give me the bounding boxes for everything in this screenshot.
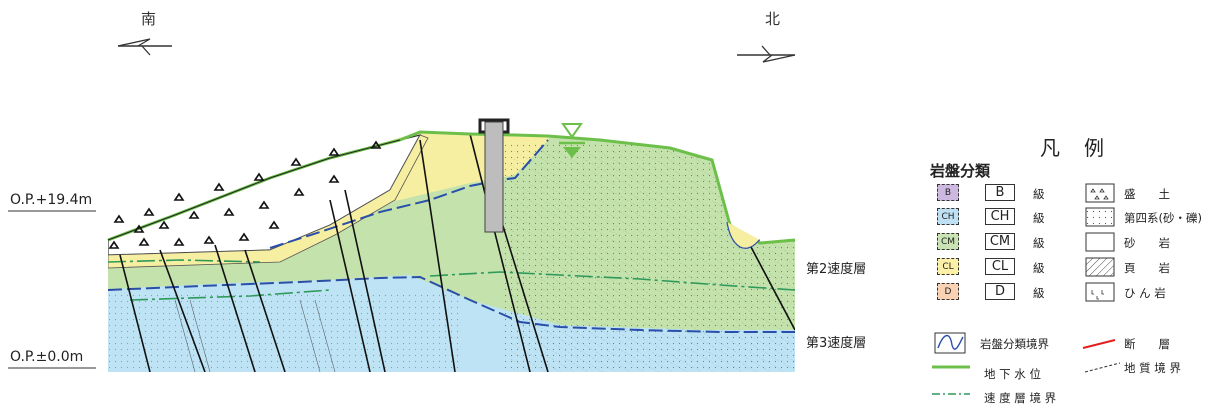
geologic-section (108, 132, 795, 372)
class-d-swatch: D (937, 283, 959, 300)
class-cm-box: CM (985, 233, 1015, 250)
dot-pattern-icon (1085, 207, 1115, 227)
structure-building (478, 118, 510, 233)
class-cl-box: CL (985, 258, 1015, 275)
boundary-cl-cm (269, 139, 549, 249)
class-d-box: D (985, 283, 1015, 300)
class-cl-swatch: CL (937, 258, 959, 275)
rock-boundary-icon (934, 332, 966, 354)
right-diag-texture (510, 150, 795, 372)
legend-fault: 断 層 (1124, 337, 1170, 351)
class-ch-swatch: CH (937, 208, 959, 225)
south-arrow-icon (117, 38, 172, 56)
fill-outline (107, 139, 401, 241)
north-label: 北 (765, 10, 781, 28)
fill-triangles (108, 140, 382, 249)
south-label: 南 (141, 10, 157, 28)
second-velocity-layer-label: 第2速度層 (806, 262, 867, 277)
rock-type-porphyrite: ひ ん 岩 (1124, 286, 1166, 300)
legend-velocity-boundary: 速 度 層 境 界 (984, 391, 1057, 405)
legend-rock-boundary: 岩盤分類境界 (980, 337, 1049, 351)
class-d-grade: 級 (1033, 286, 1045, 300)
north-arrow-icon (737, 45, 796, 63)
elevation-top-label: O.P.+19.4m (10, 192, 93, 208)
right-pond (726, 221, 761, 249)
elevation-bottom-label: O.P.±0.0m (10, 349, 84, 365)
lower-left-hatch (174, 299, 336, 372)
boundary-cm-ch (108, 275, 795, 333)
class-ch-box: CH (985, 208, 1015, 225)
class-cl-grade: 級 (1033, 261, 1045, 275)
legend-groundwater: 地 下 水 位 (984, 367, 1041, 381)
class-ch-grade: 級 (1033, 211, 1045, 225)
class-cm-swatch: CM (937, 233, 959, 250)
class-b-swatch: B (937, 184, 959, 201)
velocity-boundary-2 (429, 271, 795, 291)
class-b-box: B (985, 184, 1015, 201)
blank-pattern-icon (1085, 232, 1115, 252)
geologic-boundary-icon (1084, 362, 1121, 373)
third-velocity-layer-label: 第3速度層 (806, 336, 867, 351)
class-cm-grade: 級 (1033, 236, 1045, 250)
rock-type-quaternary: 第四系(砂・礫) (1124, 211, 1202, 225)
rock-type-shale: 頁 岩 (1124, 261, 1170, 275)
hatch-pattern-icon (1085, 257, 1115, 277)
fault-line-icon (1082, 339, 1116, 349)
legend-geologic-boundary: 地 質 境 界 (1124, 361, 1181, 375)
class-b-grade: 級 (1033, 187, 1045, 201)
left-dot-texture (108, 290, 460, 372)
rock-type-sandstone: 砂 岩 (1124, 236, 1170, 250)
porphyrite-pattern-icon (1085, 282, 1115, 302)
velocity-boundary-3 (129, 289, 331, 301)
legend-title: 凡 例 (1040, 136, 1106, 160)
fault-lines (119, 133, 795, 372)
legend-subtitle: 岩盤分類 (930, 162, 991, 180)
velocity-boundary-1 (108, 259, 261, 263)
quaternary-band (108, 134, 429, 269)
water-table-marker (559, 123, 585, 158)
rock-type-fill: 盛 土 (1124, 187, 1170, 201)
triangle-pattern-icon (1085, 183, 1115, 203)
